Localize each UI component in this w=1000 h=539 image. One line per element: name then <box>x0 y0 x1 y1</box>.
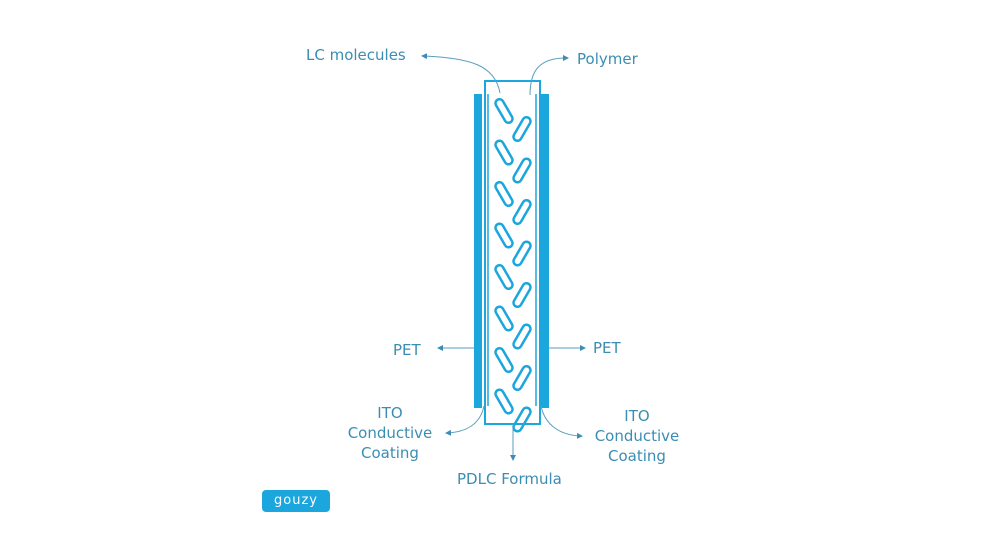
label-line: Conductive <box>347 424 433 442</box>
pet-layer-right <box>541 94 549 408</box>
lc-molecule <box>494 222 514 249</box>
lc-molecule <box>494 263 514 291</box>
pet-layer-left <box>474 94 482 408</box>
leader-ito-right <box>540 405 583 439</box>
lc-molecule <box>494 139 514 166</box>
lc-molecule <box>494 346 514 374</box>
label-pdlc-formula: PDLC Formula <box>457 470 562 488</box>
gouzy-logo: gouzy <box>262 490 330 512</box>
lc-molecule <box>494 388 514 415</box>
label-ito-right: ITO Conductive Coating <box>587 406 687 466</box>
lc-molecule <box>512 157 532 184</box>
lc-molecule <box>512 240 532 267</box>
lc-molecule <box>494 305 514 332</box>
lc-molecule <box>494 97 514 125</box>
lc-molecule <box>512 198 532 226</box>
lc-molecule <box>494 180 514 208</box>
leader-polymer <box>529 55 569 96</box>
label-pet-right: PET <box>593 339 621 357</box>
label-line: ITO <box>624 407 650 425</box>
label-line: Coating <box>361 444 419 462</box>
lc-molecule <box>512 281 532 309</box>
lc-molecule <box>512 364 532 392</box>
leader-ito-left <box>445 405 485 436</box>
label-pet-left: PET <box>393 341 421 359</box>
label-line: Conductive <box>594 427 680 445</box>
label-line: ITO <box>377 404 403 422</box>
lc-molecule <box>512 323 532 350</box>
label-polymer: Polymer <box>577 50 638 68</box>
label-line: Coating <box>608 447 666 465</box>
lc-molecule <box>512 406 532 433</box>
lc-molecule <box>512 115 532 143</box>
pdlc-cell <box>484 80 541 425</box>
leader-lc <box>421 53 501 94</box>
label-lc-molecules: LC molecules <box>306 46 406 64</box>
label-ito-left: ITO Conductive Coating <box>340 403 440 463</box>
lc-molecules-group <box>494 97 532 433</box>
